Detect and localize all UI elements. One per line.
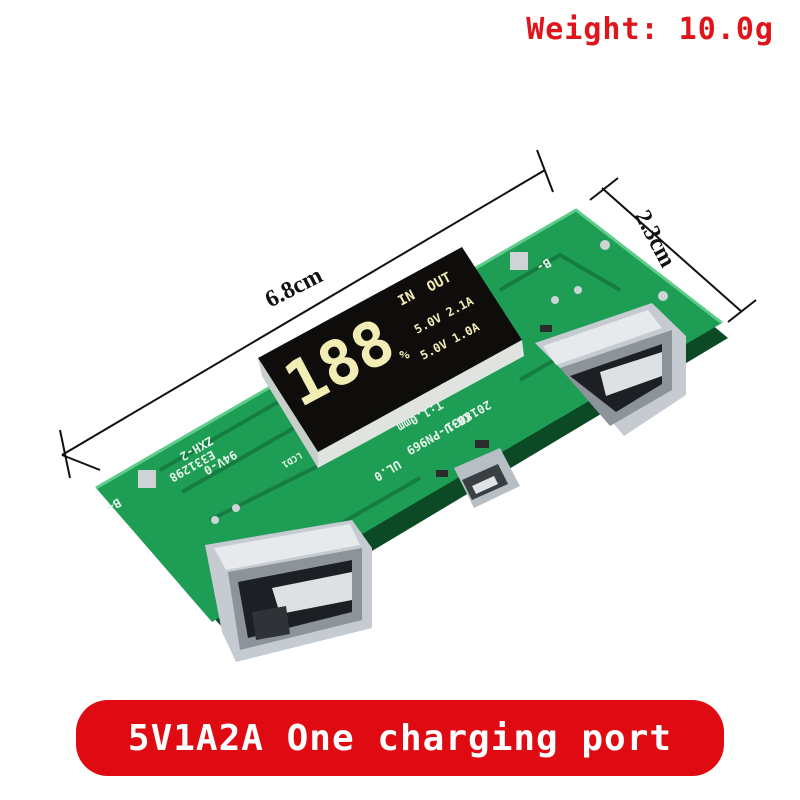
length-dimension-line	[59, 149, 554, 479]
b-plus-label: B+	[104, 495, 124, 514]
pcb-edge	[95, 208, 723, 490]
usb-port-right	[535, 303, 686, 436]
display-in-label: IN	[395, 287, 417, 309]
banner-text: 5V1A2A One charging port	[127, 717, 673, 759]
micro-usb-port	[454, 448, 520, 508]
smd-components	[436, 325, 552, 477]
weight-label: Weight: 10.0g	[526, 12, 774, 47]
charging-port-banner: 5V1A2A One charging port	[76, 700, 724, 776]
width-dimension-line	[589, 177, 757, 323]
solder-pads	[138, 240, 668, 524]
usb-port-left	[205, 520, 372, 662]
b-minus-label: B-	[534, 255, 554, 274]
